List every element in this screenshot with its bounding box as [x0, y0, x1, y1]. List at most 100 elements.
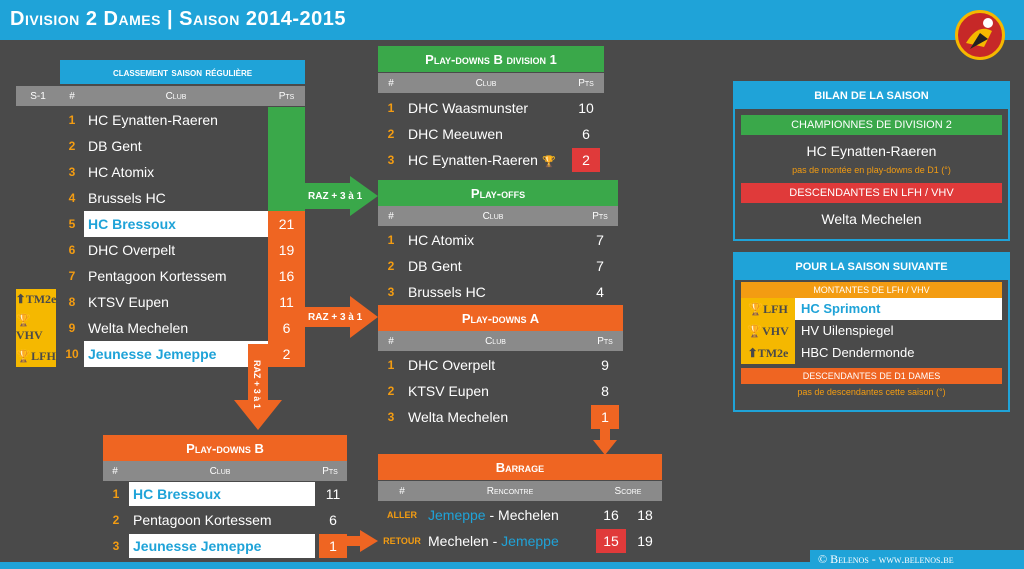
pdb1-subheader: # Club Pts: [378, 73, 604, 93]
rank-cell: 4: [68, 191, 76, 205]
raz-label-1: RAZ + 3 à 1: [308, 191, 363, 202]
club-name: Brussels HC: [408, 284, 486, 300]
aller-score1: 16: [603, 507, 619, 523]
club-name: DHC Overpelt: [408, 357, 496, 373]
champ-label: CHAMPIONNES DE DIVISION 2: [741, 115, 1002, 135]
tm2e-badge: ⬆TM2e 🏆VHV 🏆LFH: [16, 289, 56, 367]
club-name: DHC Meeuwen: [408, 126, 503, 142]
club-cell: Jeunesse Jemeppe: [84, 341, 268, 367]
barrage-subheader: # Rencontre Score: [378, 481, 662, 501]
table-row: 3 HC Eynatten-Raeren🏆D22: [378, 147, 604, 194]
club-cell: KTSV Eupen: [88, 294, 169, 310]
rank-cell: 2: [112, 513, 120, 527]
club-name: Pentagoon Kortessem: [133, 512, 272, 528]
tm2e-badge-label: ⬆TM2e: [15, 292, 57, 306]
desc-club: Welta Mechelen: [821, 211, 922, 227]
badge-lfh: 🏆LFH: [741, 298, 795, 320]
rank-cell: 1: [68, 113, 76, 127]
pts-cell: 21: [268, 211, 305, 237]
table-row: 9 Welta Mechelen 6: [16, 315, 305, 341]
badge-label: VHV: [762, 323, 789, 338]
rank-cell: 3: [68, 165, 76, 179]
club-cell: Pentagoon Kortessem: [129, 508, 315, 532]
col-pts: Pts: [278, 90, 295, 102]
bottom-bar: [0, 562, 1024, 569]
title-bar: Division 2 Dames | Saison 2014-2015: [0, 0, 1024, 40]
rank-cell: 1: [387, 233, 395, 247]
trophy-icon: 🏆: [748, 301, 764, 316]
bilan-title: BILAN DE LA SAISON: [735, 83, 1008, 109]
badge-vhv: 🏆VHV: [741, 320, 795, 342]
pts-cell: 4: [596, 284, 604, 300]
arrow-barrage: [593, 420, 617, 455]
pda-subheader: # Club Pts: [378, 331, 623, 351]
club-cell: HC Eynatten-Raeren🏆D2: [404, 148, 568, 194]
retour-score2: 19: [637, 533, 653, 549]
rank-cell: 3: [387, 153, 395, 167]
club-cell: Brussels HC: [88, 190, 166, 206]
club-cell: HC Atomix: [404, 228, 582, 252]
suivante-panel: POUR LA SAISON SUIVANTE montantes de LFH…: [733, 252, 1010, 412]
club-cell: DHC Waasmunster: [404, 96, 568, 120]
belenos-logo-icon: [955, 10, 1005, 60]
club-cell: DB Gent: [404, 254, 582, 278]
club-cell: Welta Mechelen: [88, 320, 189, 336]
club-name: Jeunesse Jemeppe: [133, 538, 262, 554]
club-name: DB Gent: [408, 258, 462, 274]
aller-match: Jemeppe - Mechelen: [428, 507, 559, 523]
pts-cell: 2: [572, 148, 600, 172]
aller-score2: 18: [637, 507, 653, 523]
vhv-badge-label: 🏆VHV: [16, 313, 43, 342]
club-name: HC Bressoux: [133, 486, 221, 502]
desc-label: DESCENDANTES EN LFH / VHV: [741, 183, 1002, 203]
col-s1: S-1: [30, 90, 46, 102]
club-cell: HC Bressoux: [129, 482, 315, 506]
arrow-retour: [340, 530, 378, 552]
rank-cell: 2: [387, 259, 395, 273]
page-title: Division 2 Dames | Saison 2014-2015: [10, 8, 347, 30]
champ-note: pas de montée en play-downs de D1 (°): [792, 165, 951, 175]
mont-label: montantes de LFH / VHV: [741, 282, 1002, 298]
pts-cell: 6: [582, 126, 590, 142]
club-name: HC Atomix: [408, 232, 475, 248]
pts-cell: 19: [268, 237, 305, 263]
pts-cell: 6: [268, 315, 305, 341]
bilan-panel: BILAN DE LA SAISON CHAMPIONNES DE DIVISI…: [733, 81, 1010, 241]
playoffs-subheader: # Club Pts: [378, 206, 618, 226]
pts-cell: 2: [268, 341, 305, 367]
rank-cell: 5: [68, 217, 76, 231]
club-name: DHC Waasmunster: [408, 100, 529, 116]
club-cell: HC Eynatten-Raeren: [88, 112, 218, 128]
club-cell: HC Atomix: [88, 164, 155, 180]
pdb1-header: Play-downs B division 1: [378, 46, 604, 72]
rank-cell: 3: [387, 410, 395, 424]
club-name: Welta Mechelen: [408, 409, 509, 425]
trophy-icon: 🏆: [747, 323, 763, 338]
arrow-playdowns-a: [305, 296, 378, 338]
club-cell: KTSV Eupen: [404, 379, 587, 403]
trophy-icon: 🏆: [16, 349, 32, 363]
desc-d1-label: descendantes de D1 dames: [741, 368, 1002, 384]
rank-cell: 1: [387, 358, 395, 372]
rank-cell: 2: [387, 127, 395, 141]
rank-cell: 9: [68, 321, 76, 335]
playoffs-header: Play-offs: [378, 180, 618, 206]
pts-cell: 16: [268, 263, 305, 289]
badge-label: TM2e: [757, 345, 789, 360]
desc-d1-note: pas de descendantes cette saison (°): [797, 387, 946, 397]
